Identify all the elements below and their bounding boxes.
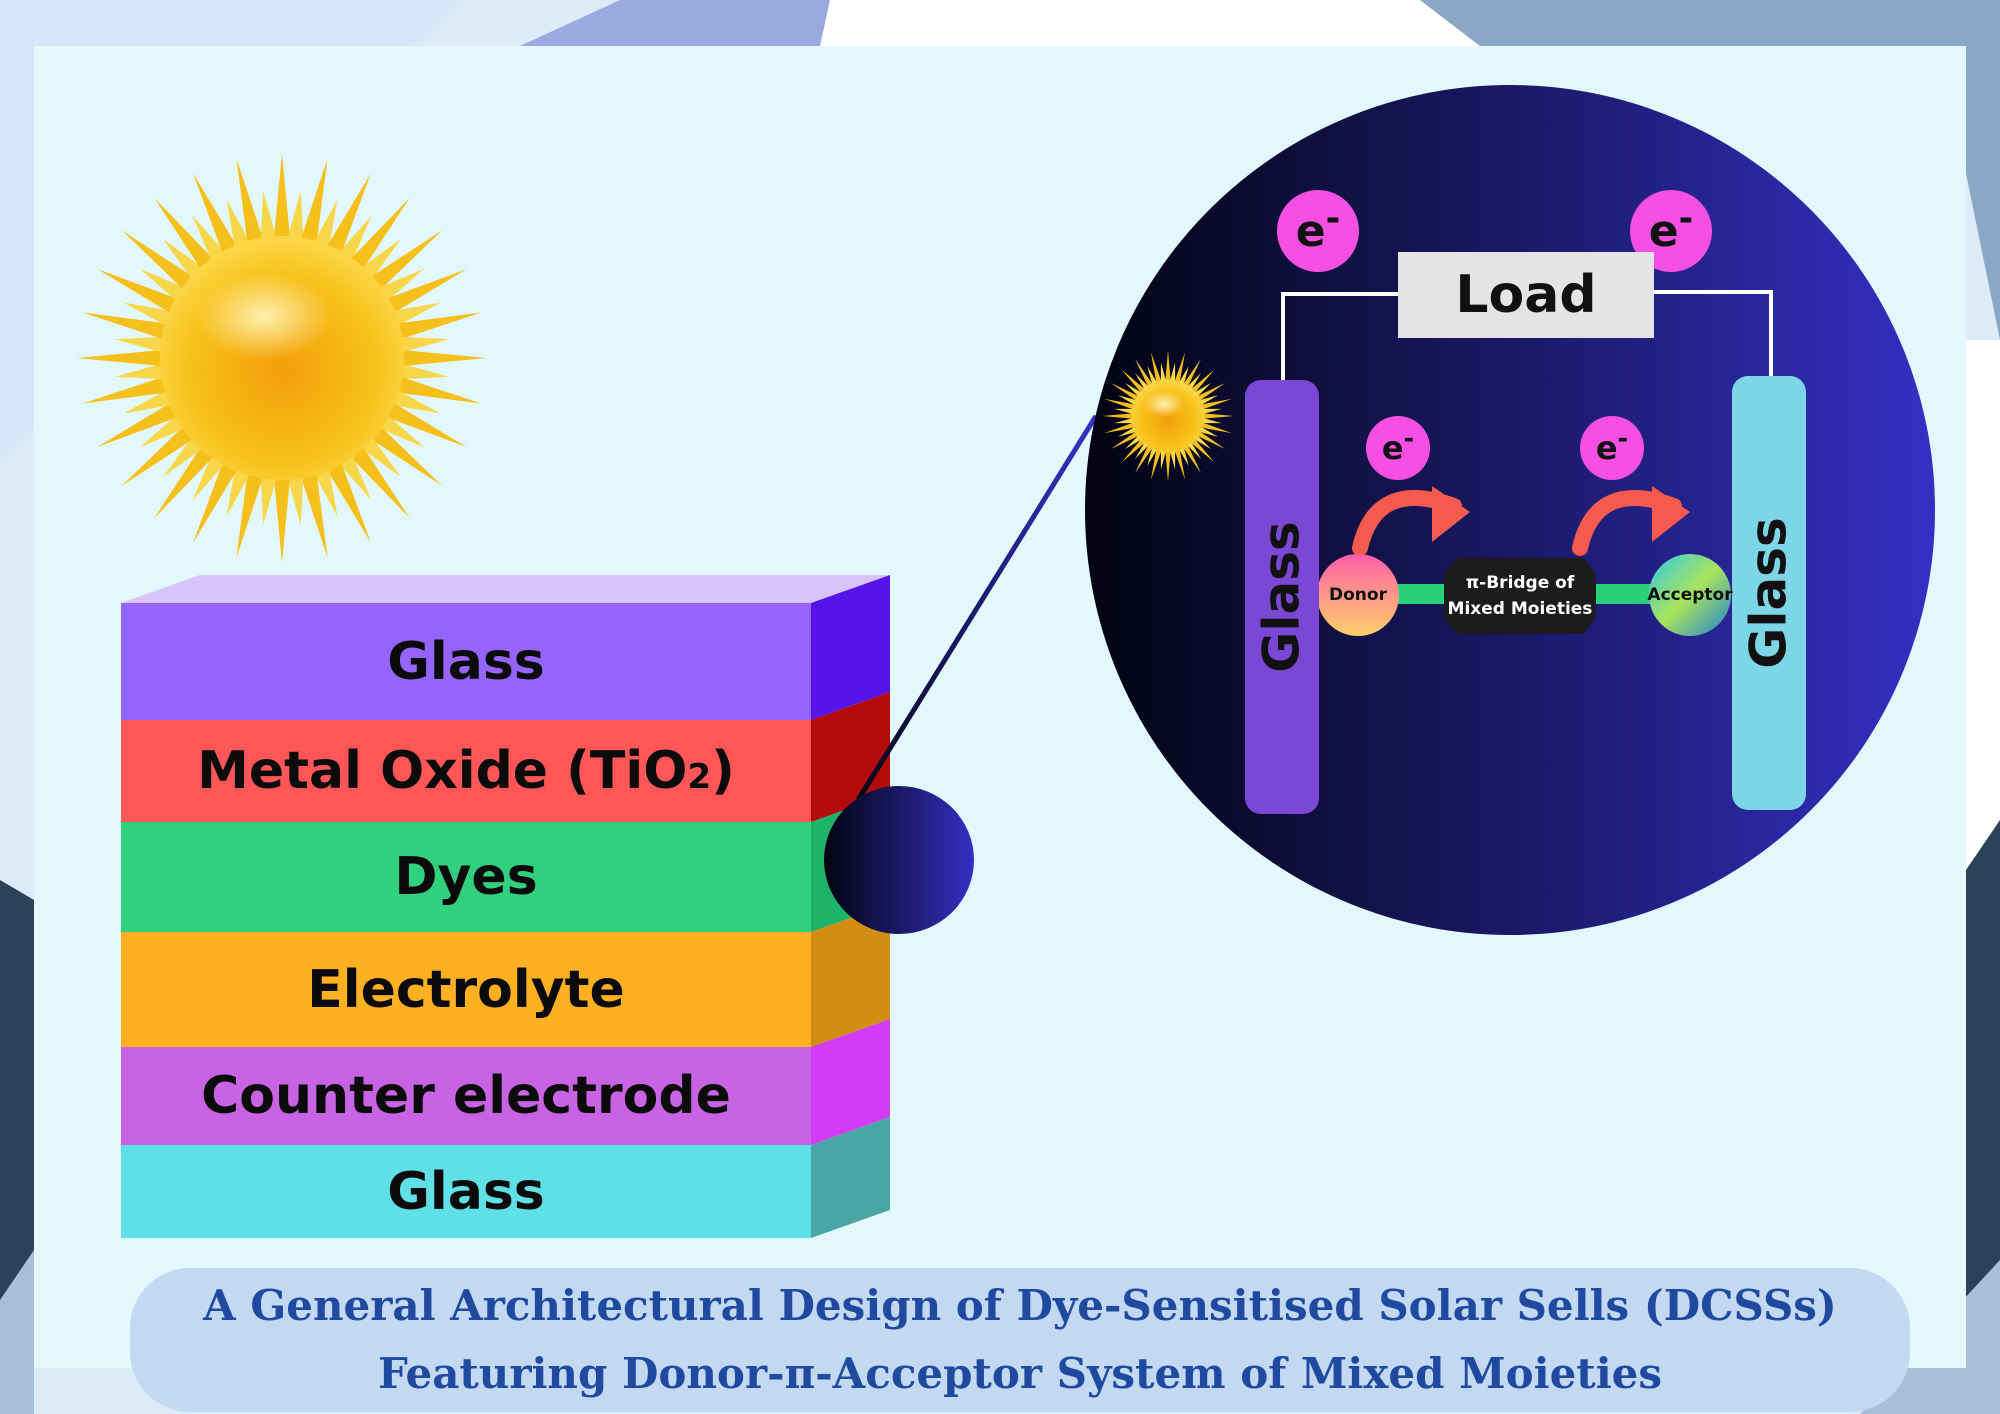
small-sun-icon [1102, 350, 1234, 482]
layer-side-face [811, 575, 890, 720]
donor-node-circle [1317, 554, 1399, 636]
layer-counter-electrode: Counter electrode [121, 1047, 811, 1145]
donor-node: Donor [1317, 554, 1399, 636]
stack-top-face [121, 575, 890, 603]
left-glass-electrode: Glass [1245, 380, 1319, 814]
layer-label: Dyes [394, 847, 538, 907]
layer-glass-bottom: Glass [121, 1145, 811, 1238]
layer-label: Glass [387, 1161, 545, 1222]
layer-side-face [811, 904, 890, 1047]
bridge-label-line1: π-Bridge of [1465, 573, 1575, 593]
right-glass-electrode: Glass [1732, 376, 1806, 810]
curved-arrow-icon [1352, 486, 1470, 556]
layer-side-face [811, 1019, 890, 1145]
acceptor-label: Acceptor [1647, 585, 1733, 605]
zoom-source-circle [824, 786, 974, 934]
layer-label: Counter electrode [201, 1066, 731, 1126]
donor-label: Donor [1329, 585, 1387, 605]
caption-line-1: A General Architectural Design of Dye-Se… [203, 1281, 1837, 1330]
caption-line-2: Featuring Donor-π-Acceptor System of Mix… [377, 1349, 1663, 1398]
zoom-line-top [855, 414, 1099, 802]
left-glass-label: Glass [1253, 521, 1312, 673]
layer-label: Glass [387, 631, 545, 692]
sun-icon [77, 153, 487, 563]
layer-subscript: 2 [687, 757, 712, 797]
caption-banner: A General Architectural Design of Dye-Se… [130, 1268, 1910, 1412]
electron-icon-acceptor: e- [1580, 416, 1644, 480]
layer-label-tail: ) [711, 741, 735, 801]
wire-left [1281, 292, 1400, 382]
curved-arrow-icon [1572, 486, 1690, 556]
donor-bridge-link [1394, 584, 1454, 604]
layer-electrolyte: Electrolyte [121, 932, 811, 1047]
layer-label: Electrolyte [307, 959, 625, 1020]
layer-label: Metal Oxide (TiO [197, 741, 688, 801]
load-label: Load [1455, 265, 1597, 325]
layer-side-face [811, 1117, 890, 1238]
layer-side-face [811, 692, 890, 822]
right-glass-label: Glass [1740, 517, 1799, 669]
bridge-label-line2: Mixed Moieties [1447, 599, 1593, 619]
layer-dyes: Dyes [121, 822, 811, 932]
wire-right [1652, 290, 1773, 378]
zoom-circle [1085, 85, 1935, 935]
bridge-acceptor-link [1586, 584, 1656, 604]
electron-icon-top-left: e- [1277, 190, 1359, 272]
pi-bridge-box: π-Bridge of Mixed Moieties [1444, 558, 1596, 634]
electron-icon-donor: e- [1366, 416, 1430, 480]
acceptor-node: Acceptor [1647, 554, 1733, 636]
acceptor-node-circle [1649, 554, 1731, 636]
load-box: Load [1398, 252, 1654, 338]
layer-glass-top: Glass [121, 603, 811, 720]
